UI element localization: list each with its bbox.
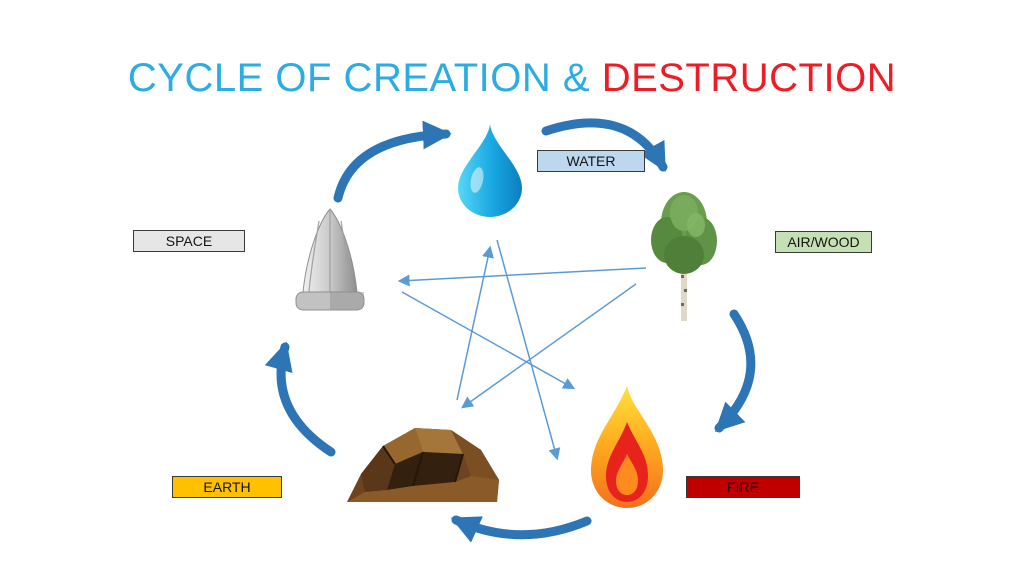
destruction-line-water-to-fire bbox=[496, 239, 561, 461]
earth-label: EARTH bbox=[172, 476, 282, 498]
destruction-line-earth-to-water bbox=[456, 245, 494, 401]
destruction-line-wood-to-space bbox=[397, 267, 647, 287]
tree-icon bbox=[638, 183, 730, 325]
rock-icon bbox=[343, 412, 503, 512]
destruction-line-space-to-fire bbox=[401, 291, 576, 390]
fire-label: FIRE bbox=[686, 476, 800, 498]
title-creation-text: CYCLE OF CREATION & bbox=[127, 56, 602, 100]
page-title: CYCLE OF CREATION & DESTRUCTION bbox=[0, 56, 1024, 101]
creation-arrow-space-to-water bbox=[333, 120, 452, 203]
creation-arrow-fire-to-earth bbox=[450, 515, 592, 543]
creation-arrow-earth-to-space bbox=[264, 341, 336, 457]
airwood-label: AIR/WOOD bbox=[775, 231, 872, 253]
cone-icon bbox=[284, 206, 376, 318]
water-label: WATER bbox=[537, 150, 645, 172]
title-destruction-text: DESTRUCTION bbox=[601, 56, 897, 100]
creation-arrow-airwood-to-fire bbox=[714, 309, 756, 433]
water-drop-icon bbox=[450, 122, 530, 218]
space-label: SPACE bbox=[133, 230, 245, 252]
flame-icon bbox=[583, 384, 671, 512]
